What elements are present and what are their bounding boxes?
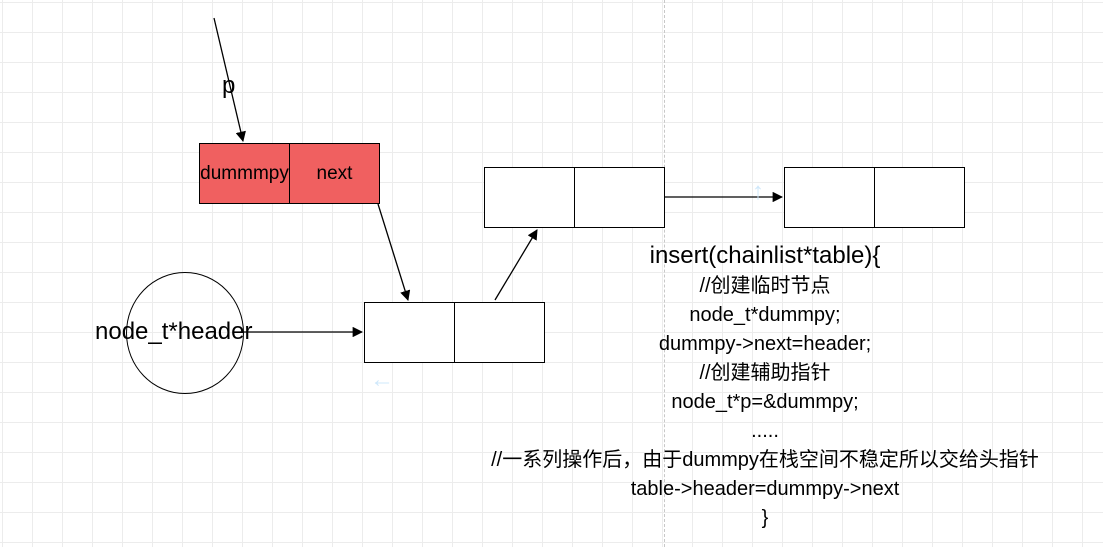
list-node-2 [484, 167, 665, 228]
list-node-1 [364, 302, 545, 363]
code-line-7: ..... [751, 420, 779, 442]
code-line-3: node_t*dummpy; [689, 304, 841, 326]
code-line-1: insert(chainlist*table){ [649, 242, 881, 269]
code-line-8: //一系列操作后，由于dummpy在栈空间不稳定所以交给头指针 [491, 449, 1039, 471]
code-line-4: dummpy->next=header; [658, 333, 872, 355]
code-line-5: //创建辅助指针 [699, 362, 831, 384]
dummy-node: dummmpy next [199, 143, 380, 204]
header-label: node_t*header [95, 318, 253, 345]
dummy-next-arrow [377, 203, 411, 301]
node1-next-arrow [494, 229, 538, 301]
list-node-2-data-cell [485, 168, 574, 227]
code-block: insert(chainlist*table){ //创建临时节点 node_t… [420, 240, 1103, 533]
pointer-label-p: p [222, 72, 236, 99]
code-line-6: node_t*p=&dummpy; [671, 391, 859, 413]
list-node-3 [784, 167, 965, 228]
faint-left-arrow-icon: ← [370, 366, 394, 393]
code-line-10: } [761, 507, 769, 529]
faint-up-arrow-icon: ↑ [752, 178, 764, 205]
code-line-2: //创建临时节点 [699, 275, 831, 297]
code-line-9: table->header=dummpy->next [630, 478, 900, 500]
list-node-3-data-cell [785, 168, 874, 227]
list-node-3-next-cell [874, 168, 964, 227]
vertical-guide-line [664, 0, 665, 547]
dummy-node-data-cell: dummmpy [200, 162, 289, 184]
list-node-1-next-cell [454, 303, 544, 362]
list-node-2-next-cell [574, 168, 664, 227]
pointer-arrow [213, 17, 246, 143]
dummy-node-next-cell: next [289, 144, 379, 203]
header-circle [126, 272, 244, 394]
